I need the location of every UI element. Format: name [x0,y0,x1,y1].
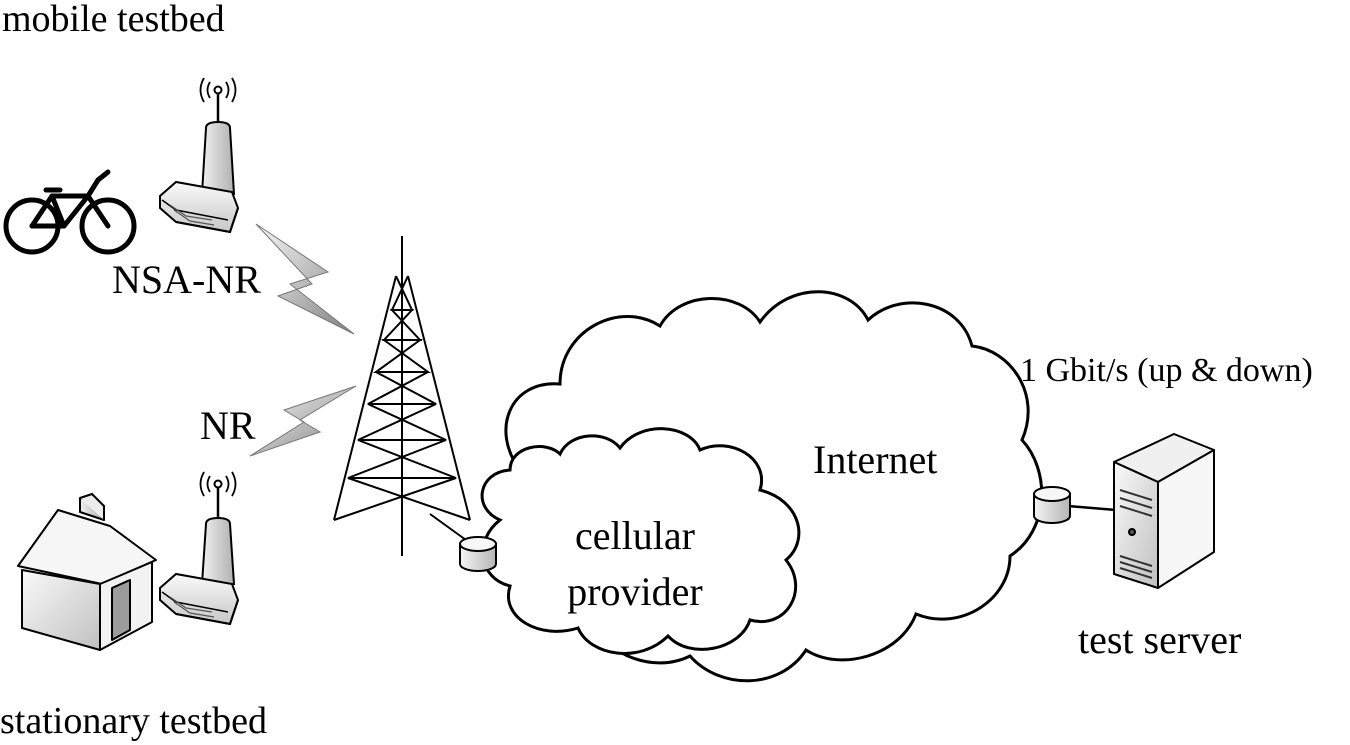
cell-tower-icon [333,236,471,556]
link-speed-label: 1 Gbit/s (up & down) [1020,352,1313,389]
mobile-testbed-label: mobile testbed [2,0,225,40]
cellular-provider-label: cellular provider [540,508,730,620]
nr-label: NR [200,403,256,448]
test-server-label: test server [1078,617,1242,662]
server-icon [1113,433,1215,589]
wireless-link-nsa-nr-icon [255,223,355,335]
wireless-link-nr-icon [249,385,357,457]
network-node-icon [1033,486,1071,524]
network-node-icon [459,536,497,572]
cellular-label-line1: cellular [575,513,695,558]
nsa-nr-label: NSA-NR [112,257,261,302]
router-icon [159,471,240,626]
server-link-line [1067,504,1117,512]
cellular-label-line2: provider [567,569,703,614]
internet-label: Internet [813,437,938,482]
stationary-testbed-label: stationary testbed [0,700,267,742]
cellular-provider-cloud [480,427,801,655]
house-icon [17,493,157,651]
router-icon [159,77,240,234]
bicycle-icon [3,169,137,255]
